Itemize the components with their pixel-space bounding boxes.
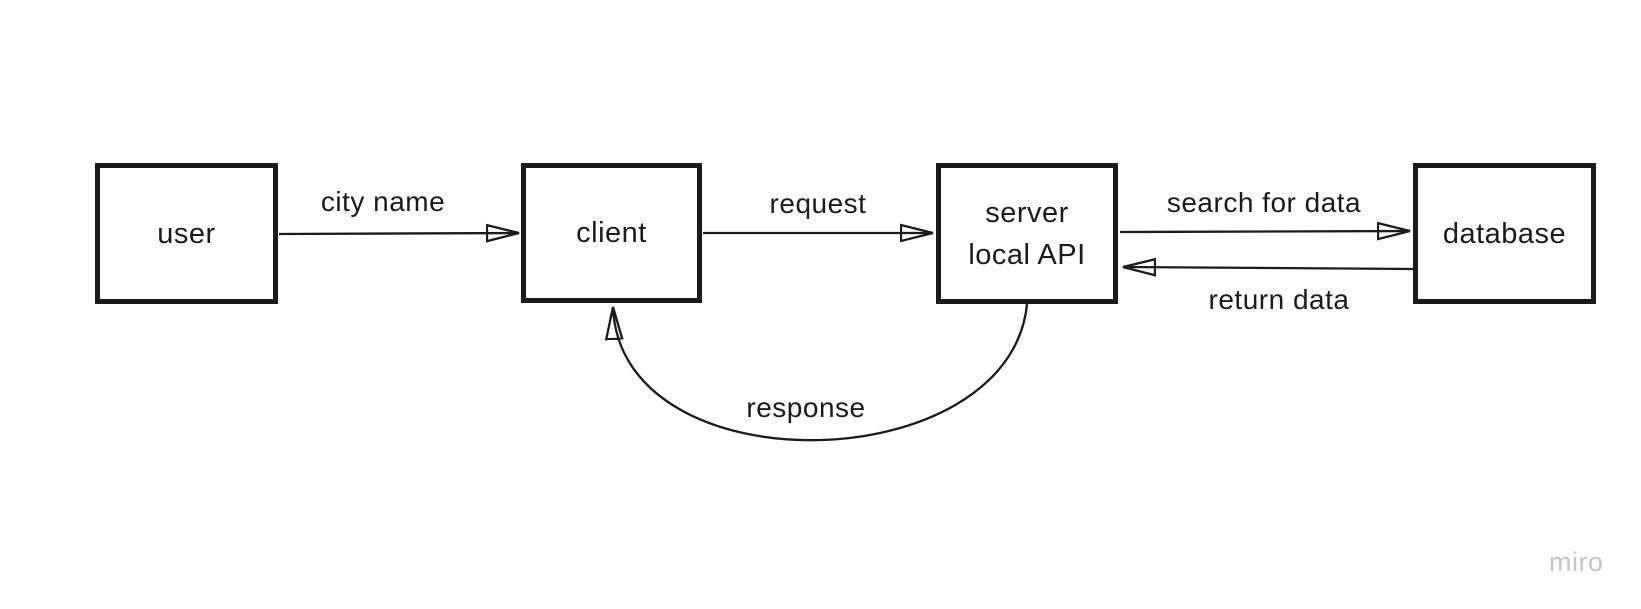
connector-label-response[interactable]: response — [746, 392, 866, 423]
node-client[interactable]: client — [521, 163, 702, 303]
node-server-label-line2: local API — [968, 238, 1086, 271]
node-server-label-line1: server — [985, 196, 1069, 229]
connector-server-to-database[interactable] — [1119, 231, 1410, 232]
connector-user-to-client[interactable] — [278, 233, 519, 234]
connector-database-to-server[interactable] — [1123, 267, 1414, 269]
connector-label-search-for-data[interactable]: search for data — [1166, 187, 1362, 218]
connector-label-return-data[interactable]: return data — [1208, 284, 1350, 315]
connector-label-request[interactable]: request — [769, 188, 867, 219]
node-user[interactable]: user — [95, 163, 278, 304]
node-database-label: database — [1442, 217, 1567, 250]
node-server[interactable]: server local API — [936, 163, 1118, 304]
node-server-label: server local API — [968, 192, 1085, 276]
miro-watermark: miro — [1549, 547, 1604, 577]
node-client-label: client — [576, 217, 647, 249]
connector-label-city-name[interactable]: city name — [320, 186, 446, 217]
node-database[interactable]: database — [1413, 163, 1596, 304]
connector-server-to-client-response[interactable] — [613, 303, 1029, 442]
node-user-label: user — [157, 217, 216, 250]
